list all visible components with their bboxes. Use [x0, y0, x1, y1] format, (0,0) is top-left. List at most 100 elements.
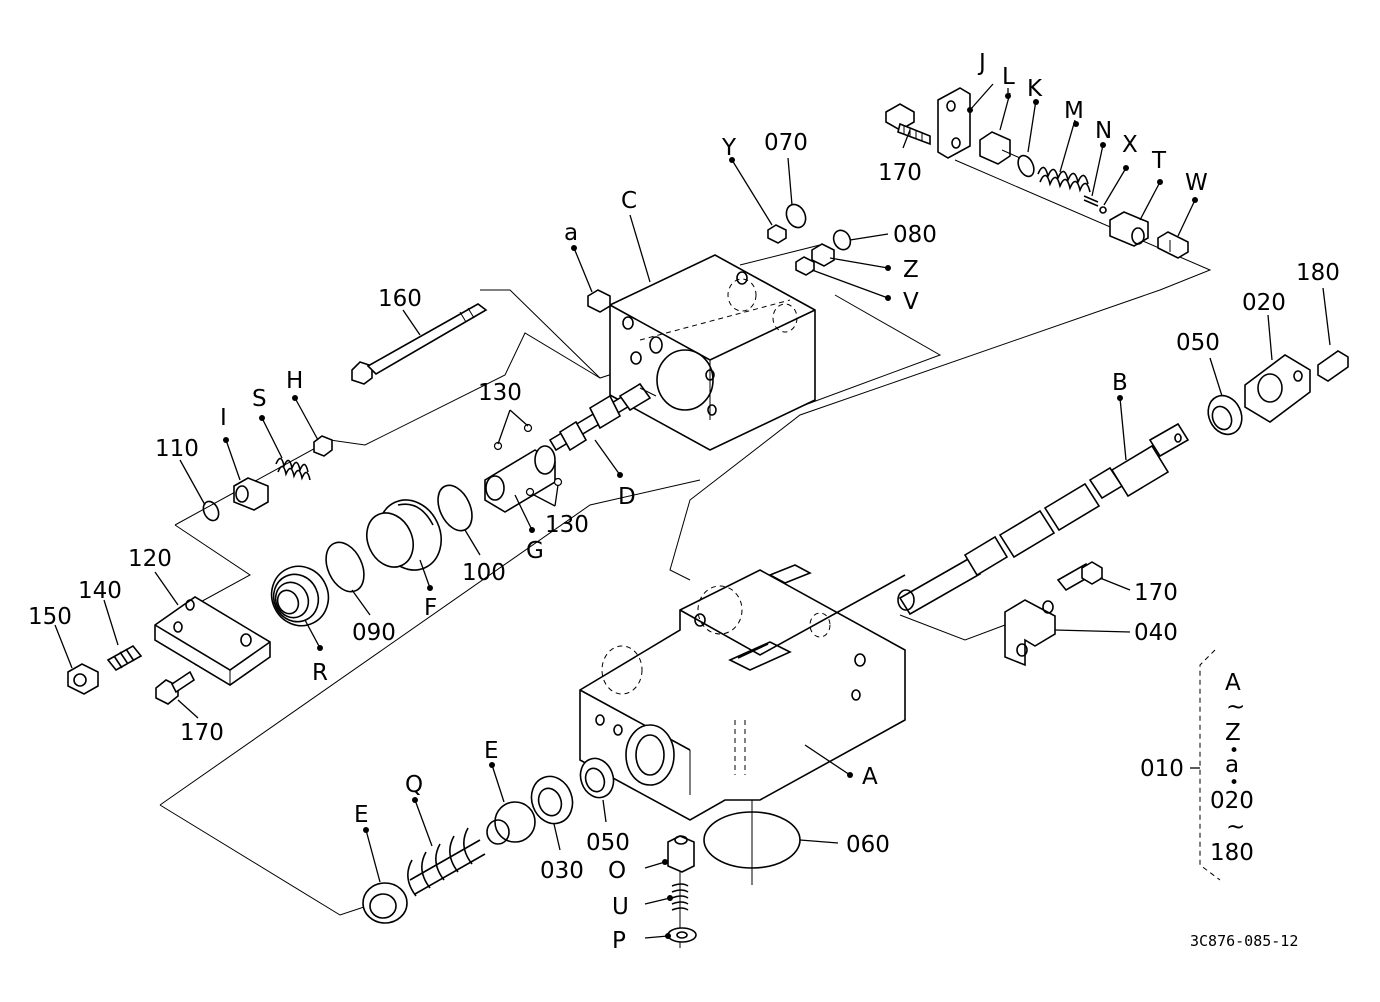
sleeve-I — [233, 477, 269, 511]
label-170-top: 170 — [878, 160, 922, 186]
assembly-sep-1: • — [1229, 741, 1239, 761]
label-020: 020 — [1242, 290, 1286, 316]
oring-110 — [202, 500, 220, 522]
oring-070 — [785, 203, 807, 229]
seal-050-right — [1207, 394, 1243, 436]
label-140: 140 — [78, 578, 122, 604]
label-P: P — [612, 928, 626, 954]
assembly-line-020: 020 — [1210, 788, 1254, 814]
label-a: a — [564, 220, 578, 246]
label-110: 110 — [155, 436, 199, 462]
label-100: 100 — [462, 560, 506, 586]
label-160: 160 — [378, 286, 422, 312]
label-F: F — [424, 595, 437, 621]
assembly-sep-2: • — [1229, 773, 1239, 793]
label-H: H — [286, 368, 303, 394]
screw-W — [1157, 231, 1189, 259]
relief-valve-group — [885, 87, 1189, 259]
spool-D — [548, 382, 657, 452]
seat-Z — [811, 243, 835, 267]
assembly-line-Z: Z — [1225, 720, 1241, 746]
assembly-line-A: A — [1225, 670, 1241, 696]
nut-V — [795, 256, 815, 276]
label-050-bottom: 050 — [586, 830, 630, 856]
label-D: D — [618, 484, 636, 510]
plate-J — [937, 87, 971, 159]
nut-150 — [67, 663, 99, 695]
bolt-170-top — [885, 103, 931, 146]
oring-100 — [437, 484, 473, 532]
spring-R — [270, 565, 330, 627]
oring-090 — [325, 541, 365, 593]
label-Q: Q — [405, 772, 423, 798]
label-V: V — [903, 289, 919, 315]
plug-H — [313, 435, 333, 457]
label-040: 040 — [1134, 620, 1178, 646]
washer-030 — [530, 775, 574, 825]
bracket-040 — [1004, 599, 1056, 667]
spring-S — [275, 457, 311, 481]
assembly-tilde-1: ~ — [1226, 694, 1245, 720]
label-120: 120 — [128, 546, 172, 572]
label-S: S — [252, 386, 267, 412]
label-080: 080 — [893, 222, 937, 248]
label-R: R — [312, 660, 328, 686]
callout-labels: J L K M N X T W 170 070 Y C a 080 Z V 16… — [28, 50, 1340, 954]
label-J: J — [977, 50, 986, 76]
bolt-170-right — [1056, 561, 1103, 592]
drawing-code: 3C876-085-12 — [1190, 932, 1298, 950]
label-T: T — [1151, 148, 1167, 174]
label-050-right: 050 — [1176, 330, 1220, 356]
label-060: 060 — [846, 832, 890, 858]
piston-F — [366, 499, 442, 571]
label-K: K — [1027, 76, 1043, 102]
oring-080 — [832, 229, 852, 251]
assembly-ref-010: 010 — [1140, 756, 1184, 782]
label-G: G — [526, 538, 544, 564]
spring-Q — [407, 827, 486, 897]
label-Y: Y — [721, 135, 737, 161]
body-A — [579, 564, 906, 821]
sleeve-T — [1109, 211, 1149, 247]
label-C: C — [621, 188, 637, 214]
bolt-160 — [351, 303, 488, 385]
label-130-bot: 130 — [545, 512, 589, 538]
label-130-top: 130 — [478, 380, 522, 406]
plug-a — [587, 289, 611, 313]
seat-E-left — [362, 882, 408, 924]
block-C — [609, 254, 816, 451]
label-180: 180 — [1296, 260, 1340, 286]
label-170-right: 170 — [1134, 580, 1178, 606]
label-X: X — [1122, 132, 1138, 158]
label-I: I — [220, 405, 227, 431]
pin-N — [1083, 195, 1099, 207]
bolt-170-left — [155, 670, 196, 705]
label-070: 070 — [764, 130, 808, 156]
bolt-180 — [1317, 350, 1349, 382]
valve-O — [667, 835, 695, 873]
screw-Y — [767, 224, 787, 244]
label-090: 090 — [352, 620, 396, 646]
label-U: U — [612, 894, 629, 920]
assembly-tilde-2: ~ — [1226, 814, 1245, 840]
spool-B — [897, 422, 1190, 616]
spring-U — [671, 883, 689, 911]
seat-E-mid — [486, 801, 536, 845]
label-150: 150 — [28, 604, 72, 630]
oring-K — [1017, 154, 1035, 178]
label-E-left: E — [354, 802, 369, 828]
label-B: B — [1112, 370, 1128, 396]
assembly-bracket — [1190, 649, 1221, 881]
ball-X — [1099, 206, 1107, 214]
spring-M — [1037, 166, 1091, 193]
sleeve-G — [484, 423, 563, 513]
flange-020 — [1244, 354, 1311, 423]
label-E-mid: E — [484, 738, 499, 764]
assembly-line-a: a — [1225, 752, 1239, 778]
washer-P — [667, 927, 697, 943]
label-A: A — [862, 764, 878, 790]
leader-lines — [54, 83, 1331, 939]
plug-L — [979, 131, 1021, 165]
label-Z: Z — [903, 257, 919, 283]
